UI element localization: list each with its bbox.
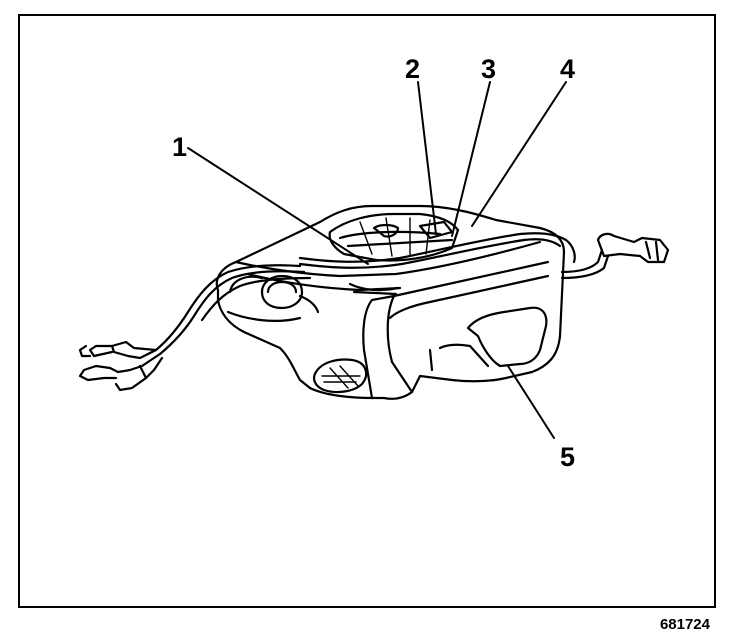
sump-opening bbox=[313, 358, 368, 394]
callout-5: 5 bbox=[560, 442, 575, 472]
right-connector bbox=[596, 232, 670, 264]
callout-1: 1 bbox=[172, 132, 187, 162]
left-wiring-harness bbox=[154, 264, 302, 352]
fuel-tank-body bbox=[215, 204, 566, 400]
filler-neck bbox=[260, 274, 304, 310]
figure-number: 681724 bbox=[659, 616, 710, 633]
leader-line-1 bbox=[187, 147, 369, 265]
callout-4: 4 bbox=[560, 54, 575, 84]
fuel-sender-module bbox=[328, 212, 460, 262]
left-connector-2 bbox=[108, 352, 162, 374]
tank-recess bbox=[466, 306, 548, 368]
leader-line-2 bbox=[417, 81, 437, 235]
leader-line-4 bbox=[471, 81, 567, 227]
leader-line-3 bbox=[451, 81, 491, 237]
right-fuel-line bbox=[518, 232, 576, 264]
left-connector-1 bbox=[110, 340, 158, 360]
callout-2: 2 bbox=[405, 54, 420, 84]
callout-3: 3 bbox=[481, 54, 496, 84]
illustration-frame bbox=[18, 14, 716, 608]
leader-line-5 bbox=[507, 365, 555, 439]
